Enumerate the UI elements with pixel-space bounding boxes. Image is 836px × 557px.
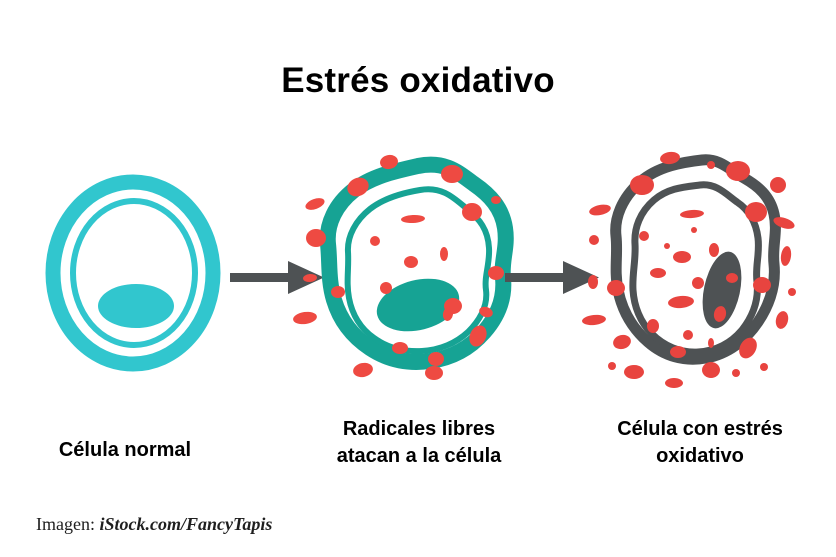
cell-nucleus [702,251,742,329]
free-radical [726,273,738,283]
free-radical [469,325,487,347]
stressed-cell-diagram [582,151,796,388]
free-radical [582,314,606,326]
caption-normal-cell: Célula normal [10,437,240,464]
free-radical [683,330,693,340]
free-radical [404,256,418,268]
free-radical [401,214,425,224]
free-radical [753,277,771,293]
free-radical [428,352,444,366]
image-credit: Imagen: iStock.com/FancyTapis [36,514,272,535]
free-radical [491,196,501,204]
free-radical [760,363,768,371]
free-radical [293,311,317,325]
arrow-stage2-to-stage3 [503,248,603,308]
free-radical [479,306,493,318]
free-radical [692,277,704,289]
free-radical [670,346,686,358]
free-radical [709,243,719,257]
free-radical [691,227,697,233]
free-radical [392,342,408,354]
credit-source: iStock.com/FancyTapis [99,514,273,534]
caption-line: Radicales libres [342,418,496,440]
free-radical [639,231,649,241]
free-radical [488,266,504,280]
free-radical-group [582,151,796,388]
free-radical [673,251,691,263]
free-radical [668,295,694,309]
free-radical [739,337,757,359]
caption-line: Célula normal [58,439,192,461]
free-radical [775,311,789,329]
credit-prefix: Imagen: [36,514,95,534]
caption-oxidative-stress: Célula con estrés oxidativo [573,416,827,469]
free-radical [462,203,482,221]
free-radical [306,229,326,247]
right-arrow-icon [505,261,599,294]
free-radical [444,298,462,314]
free-radical [707,161,715,169]
stage-oxidative-stress-cell [578,140,828,390]
cell-inner-membrane [344,186,493,355]
caption-line: atacan a la célula [336,444,502,467]
free-radical [624,365,644,379]
stage-normal-cell [18,140,248,390]
free-radical [660,151,680,165]
stage-free-radicals-attack [293,140,540,390]
cell-nucleus [376,278,460,332]
free-radical [305,198,325,210]
free-radical [726,161,750,181]
free-radical [650,268,666,278]
free-radical [608,362,616,370]
page-title: Estrés oxidativo [281,61,555,100]
free-radical-group [293,154,504,380]
caption-free-radicals: Radicales libres atacan a la célula [288,416,550,469]
free-radical [347,177,369,197]
cell-nucleus [98,284,174,328]
cell-outer-membrane [610,154,781,365]
free-radical [588,275,598,289]
free-radical [665,378,683,388]
free-radical [425,366,443,380]
free-radical [441,165,463,183]
free-radical [773,217,795,229]
attacked-cell-diagram [293,154,514,380]
free-radical [380,154,398,170]
free-radical [680,209,704,219]
caption-line: Célula con estrés [617,418,783,440]
free-radical [370,236,380,246]
free-radical [702,362,720,378]
cell-inner-membrane [629,181,762,356]
free-radical [440,247,448,261]
free-radical [630,175,654,195]
free-radical [647,319,659,333]
free-radical [770,177,786,193]
free-radical [607,280,625,296]
free-radical [380,282,392,294]
cell-outer-membrane [45,174,221,372]
free-radical [331,286,345,298]
free-radical [780,246,792,266]
free-radical [708,338,714,348]
cell-inner-membrane [70,198,198,348]
free-radical [589,235,599,245]
normal-cell-diagram [45,174,221,372]
free-radical [745,202,767,222]
free-radical [303,273,317,283]
free-radical [613,334,631,350]
free-radical [664,243,670,249]
free-radical [732,369,740,377]
free-radical [713,306,727,322]
free-radical [353,362,373,378]
free-radical [589,204,611,216]
free-radical [788,288,796,296]
caption-line: oxidativo [656,444,744,467]
